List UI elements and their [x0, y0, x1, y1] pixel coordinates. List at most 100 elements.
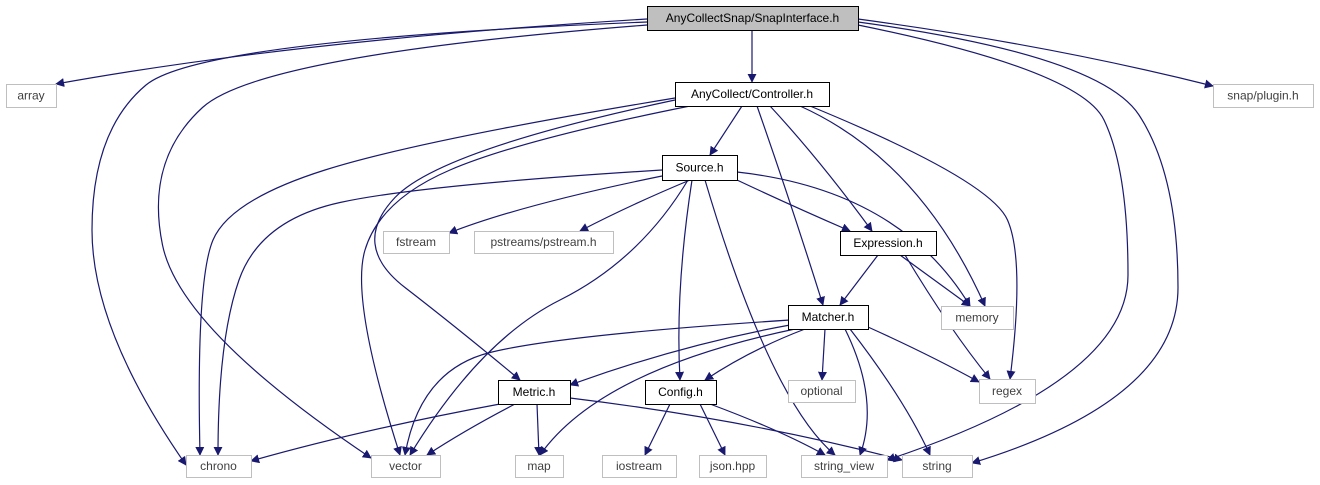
node-box [675, 82, 830, 107]
edge-source-to-pstream [579, 179, 691, 232]
node-label: chrono [200, 459, 237, 473]
edge-controller-to-chrono [195, 97, 676, 456]
node-box [840, 231, 937, 256]
node-box [474, 231, 614, 254]
node-layer: AnyCollectSnap/SnapInterface.h array AnyCo… [6, 6, 1314, 478]
edge-source-to-memory [736, 171, 971, 307]
edge-source-to-config [675, 179, 693, 381]
node-source[interactable]: Source.h [662, 155, 738, 181]
edge-config-to-iostream [644, 403, 671, 456]
node-fstream: fstream [383, 231, 450, 254]
edge-config-to-jsonhpp [699, 403, 726, 456]
edge-source-to-expression [736, 179, 851, 232]
node-box [662, 155, 738, 181]
node-iostream: iostream [602, 455, 677, 478]
node-expression[interactable]: Expression.h [840, 231, 937, 256]
node-map: map [515, 455, 564, 478]
node-label: snap/plugin.h [1227, 89, 1298, 103]
node-jsonhpp: json.hpp [699, 455, 767, 478]
node-label: regex [992, 384, 1022, 398]
node-snapinterface[interactable]: AnyCollectSnap/SnapInterface.h [647, 6, 859, 31]
edge-matcher-to-config [704, 328, 806, 381]
node-box [498, 380, 571, 405]
node-label: Expression.h [853, 236, 922, 250]
node-label: string_view [814, 459, 874, 473]
node-metric[interactable]: Metric.h [498, 380, 571, 405]
node-label: Source.h [675, 161, 723, 175]
node-label: AnyCollectSnap/SnapInterface.h [666, 11, 839, 25]
edge-source-to-fstream [448, 175, 663, 235]
node-box [647, 6, 859, 31]
edge-controller-to-regex [809, 105, 1018, 380]
edge-source-to-chrono [213, 169, 663, 456]
edge-matcher-to-map [539, 328, 796, 456]
edge-expression-to-matcher [839, 254, 879, 306]
node-label: map [527, 459, 551, 473]
node-label: pstreams/pstream.h [490, 235, 596, 249]
node-label: string [922, 459, 951, 473]
edge-config-to-string_view [709, 403, 826, 456]
node-string: string [902, 455, 973, 478]
node-label: AnyCollect/Controller.h [691, 87, 813, 101]
node-memory: memory [941, 306, 1014, 330]
edge-snapinterface-to-vector [157, 24, 648, 459]
edge-snapinterface-to-array [55, 18, 648, 87]
node-label: memory [955, 311, 998, 325]
node-box [979, 379, 1036, 404]
edge-snapinterface-to-string_view [857, 24, 1129, 462]
node-box [6, 84, 57, 108]
node-box [801, 455, 888, 478]
node-box [383, 231, 450, 254]
node-box [186, 455, 252, 478]
node-label: Metric.h [513, 385, 556, 399]
node-box [941, 306, 1014, 330]
node-regex: regex [979, 379, 1036, 404]
node-box [1213, 84, 1314, 108]
edge-metric-to-map [534, 403, 544, 456]
edge-controller-to-expression [769, 105, 873, 232]
node-pstream: pstreams/pstream.h [474, 231, 614, 254]
node-box [788, 380, 856, 403]
node-array: array [6, 84, 57, 108]
node-controller[interactable]: AnyCollect/Controller.h [675, 82, 830, 107]
node-label: fstream [396, 235, 436, 249]
node-label: Matcher.h [802, 310, 855, 324]
edge-matcher-to-vector [401, 319, 791, 456]
node-string_view: string_view [801, 455, 888, 478]
edge-controller-to-memory [799, 105, 986, 307]
node-vector: vector [371, 455, 441, 478]
edge-matcher-to-regex [867, 326, 980, 383]
edge-matcher-to-metric [569, 324, 791, 387]
edge-controller-to-vector [361, 105, 691, 456]
edge-controller-to-matcher [756, 105, 825, 306]
edge-expression-to-memory [899, 254, 971, 307]
node-box [699, 455, 767, 478]
edge-matcher-to-string_view [844, 328, 868, 456]
edge-snapinterface-to-chrono [91, 21, 648, 466]
node-label: optional [800, 384, 842, 398]
node-box [645, 380, 717, 405]
edge-snapinterface-to-string [857, 21, 1179, 465]
edge-controller-to-source [709, 105, 743, 156]
edge-metric-to-chrono [250, 403, 501, 464]
node-snapplugin: snap/plugin.h [1213, 84, 1314, 108]
node-box [602, 455, 677, 478]
edge-metric-to-vector [426, 403, 516, 456]
node-box [515, 455, 564, 478]
node-matcher[interactable]: Matcher.h [788, 305, 869, 330]
edge-matcher-to-optional [817, 328, 827, 381]
node-config[interactable]: Config.h [645, 380, 717, 405]
node-box [371, 455, 441, 478]
node-label: Config.h [658, 385, 703, 399]
edge-layer [55, 18, 1214, 466]
edge-matcher-to-string [849, 328, 931, 456]
node-optional: optional [788, 380, 856, 403]
node-label: vector [389, 459, 422, 473]
node-box [788, 305, 869, 330]
node-label: iostream [616, 459, 662, 473]
node-chrono: chrono [186, 455, 252, 478]
edge-metric-to-string [569, 397, 903, 463]
node-label: json.hpp [709, 459, 756, 473]
node-label: array [17, 89, 44, 103]
